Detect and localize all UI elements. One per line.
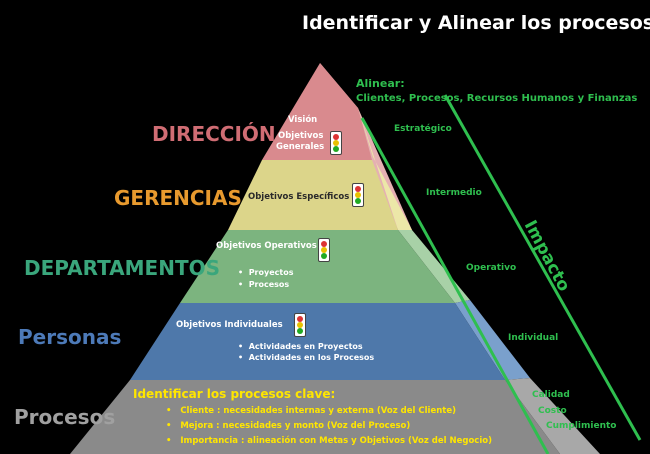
gerencias-objetivos: Objetivos Específicos: [248, 192, 350, 202]
impact-line-outer: [443, 94, 642, 441]
impact-base-costo: Costo: [538, 406, 567, 416]
pyramid-level-personas: [130, 303, 505, 380]
departamentos-bullet-procesos: • Procesos: [238, 280, 290, 289]
impact-level-intermedio: Intermedio: [426, 188, 482, 198]
level-label-departamentos: DEPARTAMENTOS: [24, 256, 220, 280]
departamentos-objetivos: Objetivos Operativos: [216, 241, 317, 251]
traffic-light-icon: [318, 238, 330, 262]
pyramid-side-departamentos: [398, 230, 470, 303]
impact-level-operativo: Operativo: [466, 263, 517, 273]
level-label-personas: Personas: [18, 325, 122, 349]
pyramid-level-gerencias: [228, 160, 398, 230]
top-objetivos-line2: Generales: [276, 142, 325, 152]
procesos-bullet-importancia: • Importancia : alineación con Metas y O…: [166, 436, 492, 446]
impact-level-estrategico: Estratégico: [394, 124, 452, 134]
procesos-bullet-cliente: • Cliente : necesidades internas y exter…: [166, 406, 456, 416]
traffic-light-icon: [352, 183, 364, 207]
alinear-items: Clientes, Procesos, Recursos Humanos y F…: [356, 93, 638, 104]
level-label-procesos: Procesos: [14, 405, 116, 429]
pyramid-level-top: [262, 63, 372, 160]
pyramid-level-departamentos: [180, 230, 455, 303]
traffic-light-icon: [294, 313, 306, 337]
departamentos-bullet-proyectos: • Proyectos: [238, 268, 294, 277]
personas-bullet-procesos: • Actividades en los Procesos: [238, 353, 375, 362]
procesos-heading: Identificar los procesos clave:: [133, 387, 336, 401]
procesos-bullet-mejora: • Mejora : necesidades y monto (Voz del …: [166, 421, 411, 431]
level-label-direccion: DIRECCIÓN: [152, 122, 276, 146]
alinear-heading: Alinear:: [356, 77, 405, 90]
impact-line-inner: [360, 117, 550, 454]
personas-bullet-proyectos: • Actividades en Proyectos: [238, 342, 363, 351]
impact-level-individual: Individual: [508, 333, 559, 343]
page-title: Identificar y Alinear los procesos: [302, 12, 650, 34]
top-objetivos-line1: Objetivos: [278, 131, 324, 141]
pyramid-level-procesos: [70, 380, 560, 454]
level-label-gerencias: GERENCIAS: [114, 186, 242, 210]
impact-base-calidad: Calidad: [532, 390, 570, 400]
pyramid-side-procesos: [505, 378, 600, 454]
top-vision: Visión: [288, 115, 318, 125]
personas-objetivos: Objetivos Individuales: [176, 320, 283, 330]
traffic-light-icon: [330, 131, 342, 155]
impact-base-cumplimiento: Cumplimiento: [546, 421, 617, 431]
